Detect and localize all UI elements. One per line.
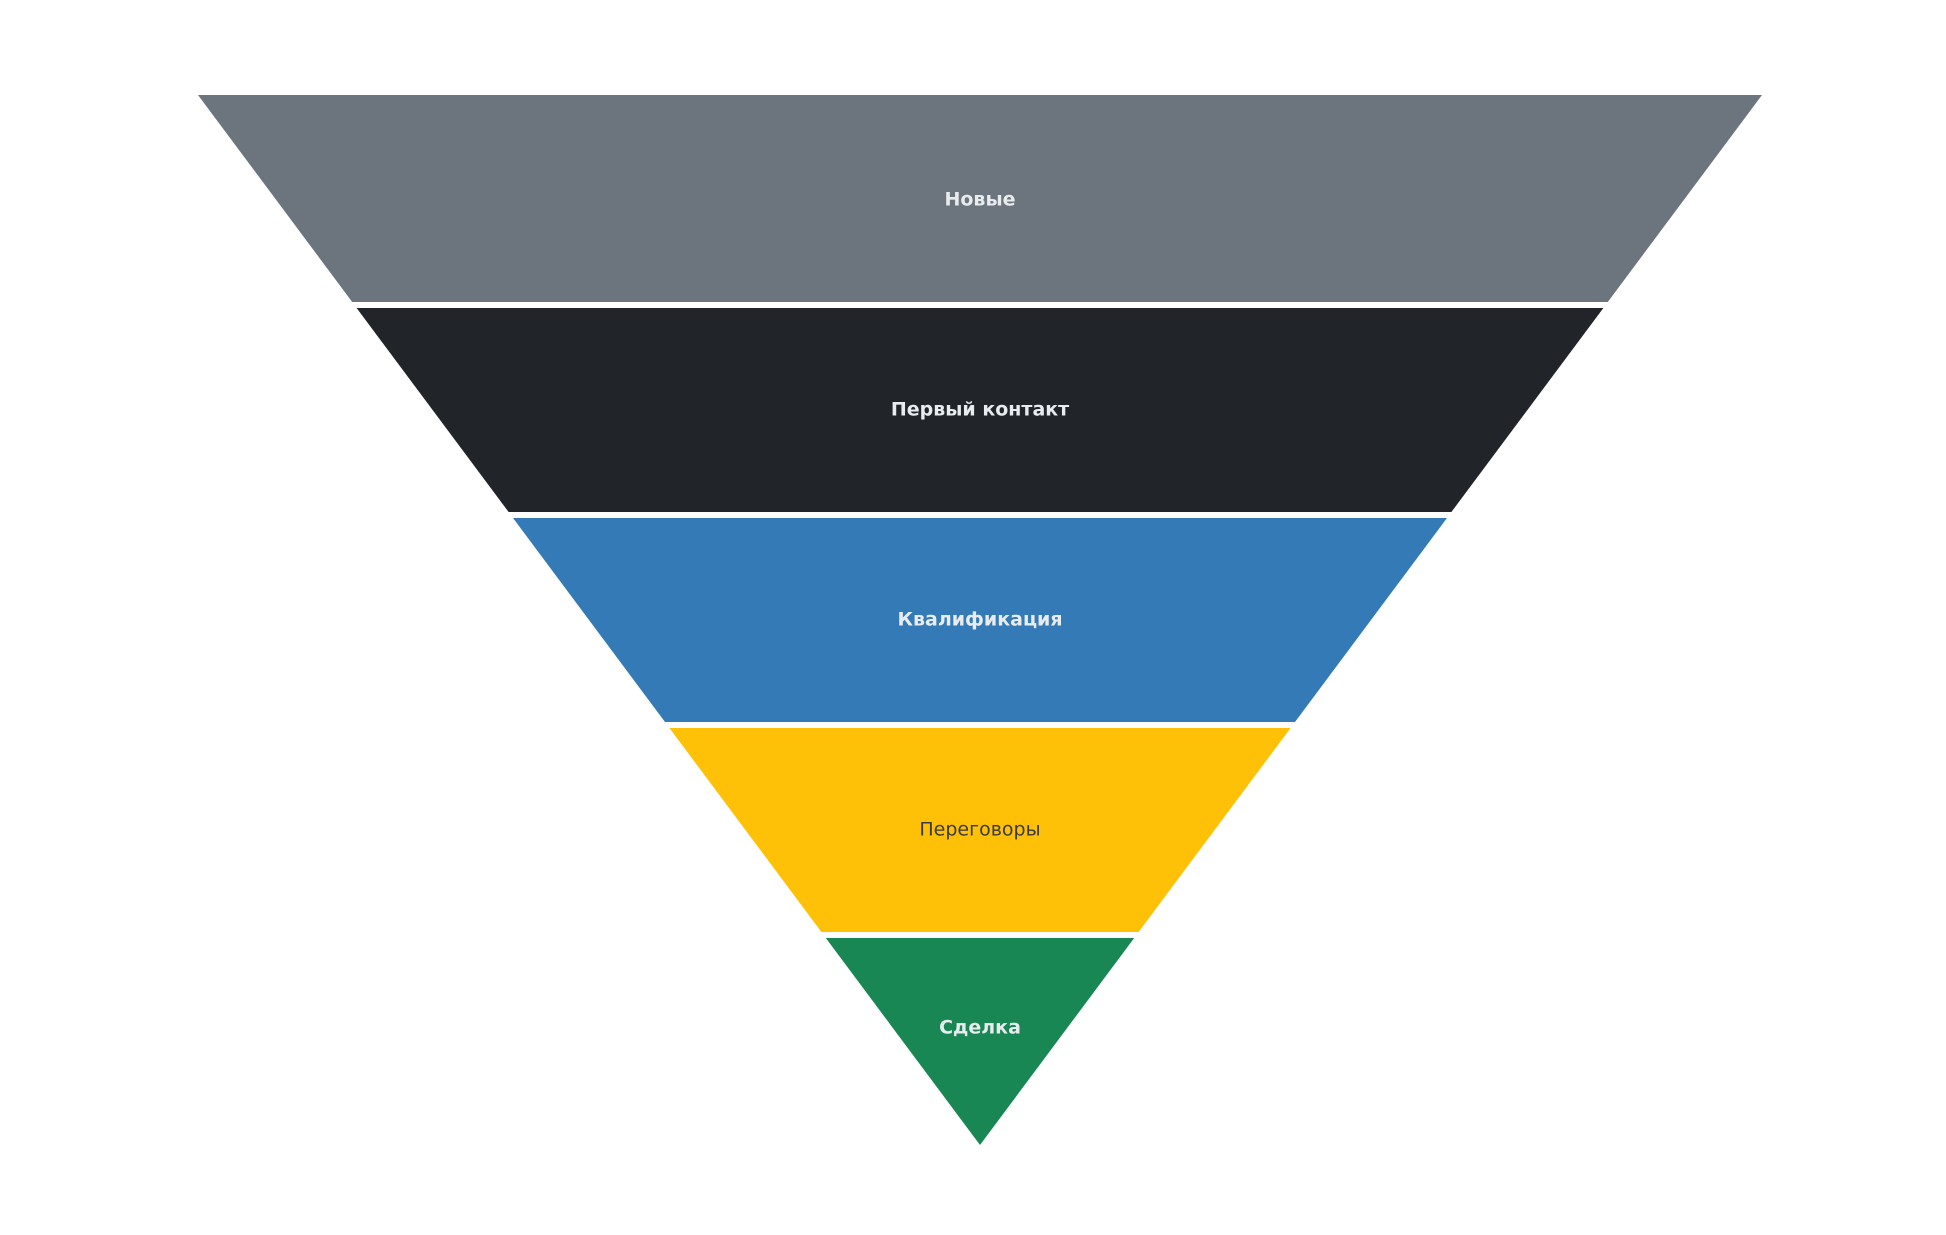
funnel-label-3: Квалификация — [897, 609, 1062, 631]
funnel-label-4: Переговоры — [919, 819, 1040, 841]
funnel-stage-first-contact[interactable]: Первый контакт — [356, 308, 1604, 512]
funnel-segment-3[interactable] — [513, 518, 1447, 722]
funnel-segment-1[interactable] — [198, 95, 1762, 302]
funnel-stage-novye[interactable]: Новые — [198, 95, 1762, 302]
funnel-label-1: Новые — [944, 189, 1015, 211]
funnel-segment-4[interactable] — [669, 728, 1291, 932]
funnel-segment-5[interactable] — [825, 938, 1135, 1145]
funnel-stage-negotiation[interactable]: Переговоры — [669, 728, 1291, 932]
funnel-label-5: Сделка — [939, 1017, 1021, 1039]
funnel-stage-qualification[interactable]: Квалификация — [513, 518, 1447, 722]
funnel-stage-deal[interactable]: Сделка — [825, 938, 1135, 1145]
funnel-label-2: Первый контакт — [891, 399, 1069, 421]
funnel-segment-2[interactable] — [356, 308, 1604, 512]
